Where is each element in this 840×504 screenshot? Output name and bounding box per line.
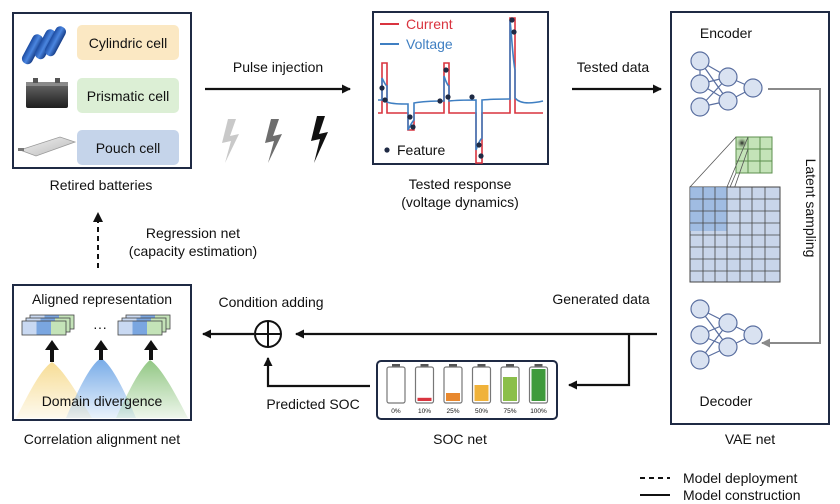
- prismatic-cell-icon: [26, 78, 68, 108]
- soc-battery-body: [386, 366, 406, 404]
- soc-level-label: 75%: [503, 408, 516, 415]
- lightning-icon-light: [222, 119, 239, 163]
- condition-adding-label: Condition adding: [218, 294, 323, 310]
- aligned-representation-label: Aligned representation: [32, 291, 172, 307]
- encoder-network-icon: [690, 51, 763, 117]
- soc-battery-fill: [474, 385, 489, 401]
- pouch-cell-label: Pouch cell: [96, 140, 161, 156]
- soc-panel: 0% 10% 25% 50% 75% 100%: [376, 360, 558, 420]
- feature-legend-label: Feature: [397, 142, 445, 158]
- latent-sampling-label: Latent sampling: [803, 159, 819, 258]
- encoder-label: Encoder: [700, 25, 752, 41]
- line-style-legend: Model deployment Model construction: [640, 470, 801, 503]
- soc-level-label: 0%: [391, 408, 401, 415]
- response-caption-line1: Tested response: [409, 176, 512, 192]
- feature-point: [478, 153, 484, 159]
- feature-legend-marker: [384, 147, 390, 153]
- latent-label-bg: [791, 140, 811, 280]
- latent-grid-small: [735, 136, 773, 174]
- voltage-legend-label: Voltage: [406, 36, 453, 52]
- deployment-legend-label: Model deployment: [683, 470, 798, 486]
- feature-cards-left: [21, 314, 75, 336]
- generated-to-soc-arrow: [568, 334, 631, 390]
- ellipsis-label: ···: [93, 319, 107, 335]
- prismatic-cell-label: Prismatic cell: [87, 88, 169, 104]
- feature-point: [437, 98, 443, 104]
- soc-battery-cap: [534, 364, 543, 367]
- soc-battery-cap: [420, 364, 429, 367]
- regression-arrow-head: [93, 212, 103, 222]
- soc-level-label: 10%: [418, 408, 431, 415]
- soc-battery-fill: [446, 393, 460, 401]
- response-panel: Current Voltage Feature: [372, 11, 549, 165]
- domain-distributions: [16, 358, 188, 418]
- feature-point: [511, 29, 517, 35]
- batteries-caption: Retired batteries: [50, 177, 153, 193]
- current-legend-label: Current: [406, 16, 453, 32]
- lightning-icon-mid: [265, 119, 282, 163]
- vae-caption: VAE net: [725, 431, 775, 447]
- vae-panel: Encoder: [670, 11, 830, 425]
- soc-battery-cap: [477, 364, 486, 367]
- latent-sampling-arrow: [761, 88, 821, 348]
- cylindric-cell-box: [77, 25, 179, 60]
- feature-cards-right: [117, 314, 171, 336]
- feature-point: [407, 114, 413, 120]
- alignment-panel: Aligned representation ··· Domain diverg…: [12, 284, 192, 421]
- feature-point: [410, 124, 416, 130]
- upward-arrows: [45, 340, 158, 362]
- pulse-injection-label: Pulse injection: [233, 59, 323, 75]
- decoder-network-icon: [690, 299, 763, 370]
- regression-label-line1: Regression net: [146, 225, 240, 241]
- feature-points: [379, 17, 517, 159]
- regression-label-line2: (capacity estimation): [129, 243, 257, 259]
- feature-point: [509, 17, 515, 23]
- construction-legend-label: Model construction: [683, 487, 801, 503]
- cylindric-cell-icon: [21, 26, 67, 65]
- latent-grid-large: [689, 186, 781, 283]
- alignment-caption: Correlation alignment net: [24, 431, 181, 447]
- pouch-cell-box: [77, 130, 179, 165]
- response-frame: [372, 11, 549, 165]
- soc-battery-fill: [417, 397, 432, 401]
- soc-level-label: 100%: [530, 408, 547, 415]
- soc-level-label: 50%: [475, 408, 488, 415]
- response-caption-line2: (voltage dynamics): [401, 194, 519, 210]
- voltage-waveform: [378, 19, 544, 151]
- soc-battery-icons: 0% 10% 25% 50% 75% 100%: [386, 364, 549, 415]
- lightning-icon-dark: [311, 116, 328, 163]
- oplus-icon: [254, 320, 282, 348]
- soc-battery-fill: [503, 377, 517, 401]
- soc-battery-fill: [531, 369, 546, 401]
- soc-battery-body: [414, 366, 435, 404]
- feature-point: [476, 142, 482, 148]
- generated-data-label: Generated data: [552, 291, 650, 307]
- soc-level-label: 25%: [446, 408, 459, 415]
- feature-point: [443, 67, 449, 73]
- soc-battery-cap: [392, 364, 400, 367]
- soc-battery-cap: [449, 364, 457, 367]
- feature-point: [382, 97, 388, 103]
- cylindric-cell-label: Cylindric cell: [89, 35, 168, 51]
- feature-point: [379, 85, 385, 91]
- batteries-panel: Cylindric cell Prismatic cell Pouch cell: [12, 12, 192, 169]
- soc-caption: SOC net: [433, 431, 487, 447]
- predicted-soc-arrow: [263, 357, 370, 388]
- feature-point: [469, 94, 475, 100]
- soc-battery-cap: [506, 364, 514, 367]
- decoder-label: Decoder: [700, 393, 753, 409]
- feature-point: [445, 94, 451, 100]
- prismatic-cell-box: [77, 78, 179, 113]
- tested-data-label: Tested data: [577, 59, 650, 75]
- domain-divergence-label: Domain divergence: [42, 393, 163, 409]
- pouch-cell-icon: [18, 136, 77, 157]
- lightning-icons: [222, 116, 328, 163]
- predicted-soc-label: Predicted SOC: [266, 396, 359, 412]
